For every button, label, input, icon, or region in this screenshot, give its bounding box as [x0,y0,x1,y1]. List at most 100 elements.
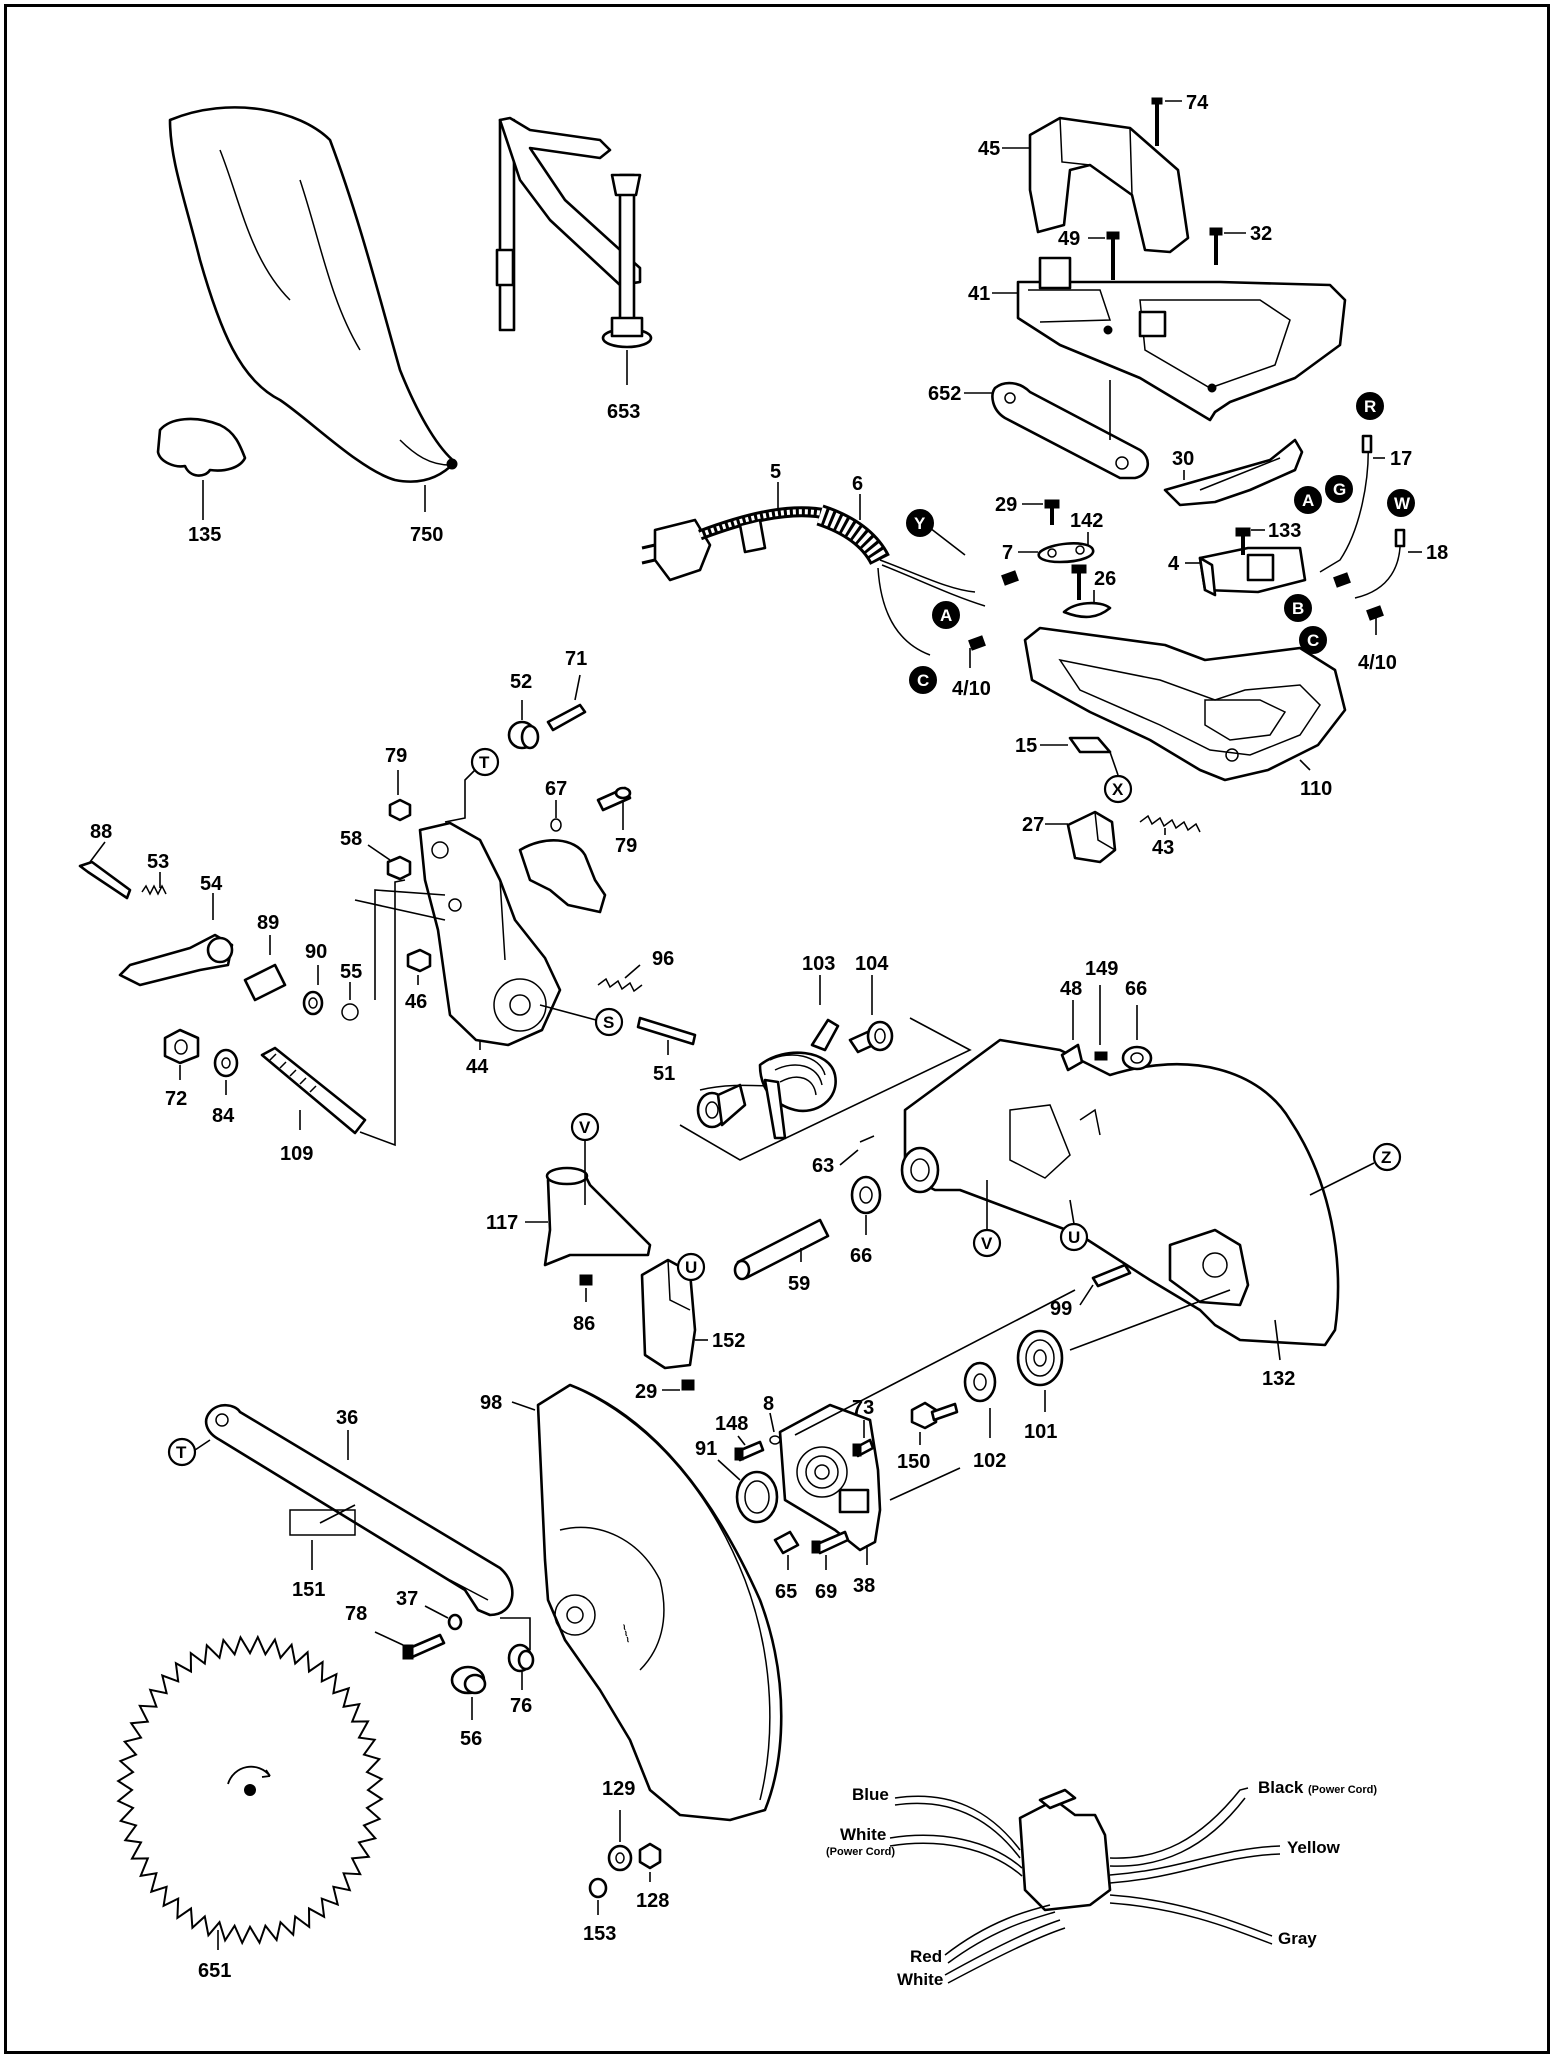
part-label-56: 56 [460,1728,482,1750]
svg-text:U: U [1068,1228,1080,1247]
bushing-56-icon [450,1665,487,1695]
wire-screw-icon [968,570,1019,651]
wire-label-white-power-cord: White [840,1825,886,1844]
part-label-76: 76 [510,1695,532,1717]
washer-102-icon [963,1361,997,1403]
washer-66-top-icon [1121,1045,1153,1071]
arm-44-icon [418,821,607,1047]
callout-R: R [1356,392,1384,420]
screw-74-icon [1151,97,1163,146]
callout-S: S [594,1007,624,1037]
svg-text:Y: Y [914,514,926,533]
part-label-135: 135 [188,524,221,546]
part-label-133: 133 [1268,520,1301,542]
part-label-32: 32 [1250,223,1272,245]
screw-32-icon [1209,227,1223,265]
part-label-49: 49 [1058,228,1080,250]
part-label-149: 149 [1085,958,1118,980]
part-label-86: 86 [573,1313,595,1335]
part-label-54: 54 [200,873,223,895]
callout-Z: Z [1372,1142,1402,1172]
part-label-58: 58 [340,828,362,850]
wire-screw-right-icon [1333,572,1384,621]
svg-text:C: C [917,671,929,690]
part-label-37: 37 [396,1588,418,1610]
screw-29-bottom-icon [681,1379,695,1391]
part-label-102: 102 [973,1450,1006,1472]
key-65-icon [773,1530,800,1555]
wire-label-yellow: Yellow [1287,1838,1341,1857]
shaft-109-icon [260,1046,367,1135]
screw-86-icon [579,1274,593,1286]
dust-elbow-icon [156,417,247,477]
part-label-79-a: 79 [385,745,407,767]
bracket-152-icon [640,1258,697,1370]
part-label-41: 41 [968,283,990,305]
bolt-88-icon [78,860,132,900]
part-label-15: 15 [1015,735,1037,757]
svg-text:V: V [579,1118,591,1137]
switch-icon [1198,546,1307,597]
svg-text:X: X [1112,780,1124,799]
part-label-150: 150 [897,1451,930,1473]
part-label-750: 750 [410,524,443,546]
part-label-27: 27 [1022,814,1044,836]
housing-bottom-icon [1023,626,1347,782]
part-label-142: 142 [1070,510,1103,532]
nut-72-icon [163,1028,200,1065]
torsion-spring-103-icon [699,1018,840,1140]
part-label-153: 153 [583,1923,616,1945]
callout-V-chute: V [570,1112,600,1142]
part-label-48: 48 [1060,978,1082,1000]
screw-142-icon [1071,564,1087,600]
wire-label-white: White [897,1970,943,1989]
wire-label-blue: Blue [852,1785,889,1804]
part-label-72: 72 [165,1088,187,1110]
spring-53-icon [141,884,167,896]
part-label-88: 88 [90,821,112,843]
spring-96-icon [597,977,643,993]
bolt-150-icon [910,1401,959,1430]
svg-text:U: U [685,1258,697,1277]
washer-90-icon [302,990,324,1016]
wire-label-gray: Gray [1278,1929,1317,1948]
svg-text:C: C [1307,631,1319,650]
pin-51-icon [636,1016,697,1046]
bushing-76-icon [507,1643,535,1673]
part-label-78: 78 [345,1603,367,1625]
part-label-69: 69 [815,1581,837,1603]
nut-128-icon [638,1842,662,1870]
clip-7-icon [1037,542,1095,564]
part-label-29-bottom: 29 [635,1381,657,1403]
part-label-89: 89 [257,912,279,934]
svg-text:R: R [1364,397,1376,416]
clamp-icon [495,116,653,349]
part-label-128: 128 [636,1890,669,1912]
callout-T-bottom-text: T [176,1443,187,1462]
main-guard-132-icon [900,1038,1340,1347]
part-label-26: 26 [1094,568,1116,590]
part-label-66-a: 66 [1125,978,1147,1000]
part-label-5: 5 [770,461,781,483]
nut-58-icon [386,855,412,881]
part-label-90: 90 [305,941,327,963]
power-cord-icon [641,504,986,656]
washer-129-icon [607,1844,633,1872]
svg-text:A: A [940,606,952,625]
callout-G: G [1325,475,1353,503]
wire-note-white-power-cord: (Power Cord) [826,1846,895,1858]
callout-V-guard: V [972,1228,1002,1258]
seal-91-icon [735,1470,779,1524]
callout-Y: Y [906,509,934,537]
part-label-65: 65 [775,1581,797,1603]
part-label-4-10-a: 4/10 [952,678,991,700]
ring-55-icon [341,1003,359,1021]
washer-8-icon [769,1435,781,1445]
callout-W: W [1387,489,1415,517]
part-label-74: 74 [1186,92,1209,114]
bolt-71-icon [546,703,587,732]
bushing-52-icon [507,720,540,750]
part-label-30: 30 [1172,448,1194,470]
saw-blade-icon [116,1634,384,1946]
svg-text:G: G [1333,480,1346,499]
